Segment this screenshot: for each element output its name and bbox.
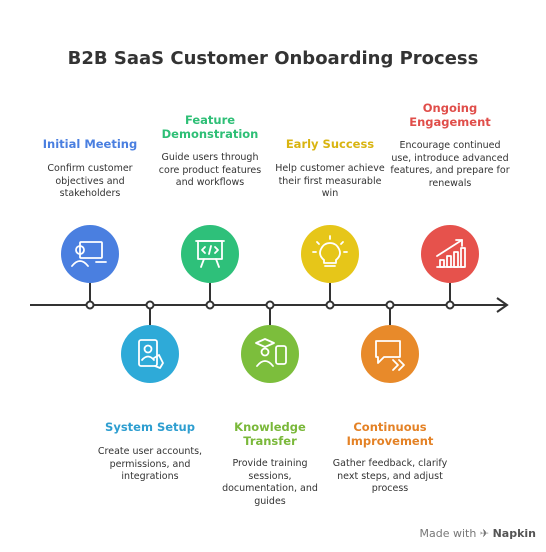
step-circle-3	[181, 225, 239, 283]
node-dot-1	[85, 300, 95, 310]
step-circle-1	[61, 225, 119, 283]
step-desc-1: Confirm customer objectives and stakehol…	[47, 163, 133, 199]
presentation-meeting-icon	[71, 241, 107, 267]
node-dot-7	[445, 300, 455, 310]
diagram-title: B2B SaaS Customer Onboarding Process	[67, 48, 479, 69]
watermark-brand: Napkin	[492, 527, 536, 540]
step-desc-3: Guide users through core product feature…	[158, 152, 262, 188]
code-board-icon	[195, 240, 225, 268]
step-circle-6	[361, 325, 419, 383]
step-circle-5	[301, 225, 359, 283]
growth-chart-icon	[436, 239, 466, 268]
step-circle-2	[121, 325, 179, 383]
napkin-watermark: Made with ✈ Napkin	[420, 527, 536, 540]
user-id-card-icon	[138, 339, 164, 369]
step-title-7: Ongoing Engagement	[409, 101, 491, 129]
graduate-device-icon	[255, 338, 287, 367]
watermark-prefix: Made with	[419, 527, 477, 540]
step-desc-7: Encourage continued use, introduce advan…	[390, 140, 510, 189]
step-title-1: Initial Meeting	[42, 137, 138, 151]
node-dot-5	[325, 300, 335, 310]
node-dot-2	[145, 300, 155, 310]
step-title-5: Early Success	[285, 137, 375, 151]
step-title-3: Feature Demonstration	[161, 113, 259, 141]
step-desc-4: Provide training sessions, documentation…	[222, 458, 318, 507]
step-desc-2: Create user accounts, permissions, and i…	[97, 446, 203, 482]
napkin-logo-icon: ✈	[479, 527, 490, 540]
step-desc-5: Help customer achieve their first measur…	[275, 163, 385, 199]
step-title-6: Continuous Improvement	[346, 420, 434, 448]
step-circle-4	[241, 325, 299, 383]
step-circle-7	[421, 225, 479, 283]
node-dot-6	[385, 300, 395, 310]
step-title-2: System Setup	[105, 420, 195, 434]
step-desc-6: Gather feedback, clarify next steps, and…	[332, 458, 448, 494]
step-title-4: Knowledge Transfer	[234, 420, 306, 448]
node-dot-4	[265, 300, 275, 310]
lightbulb-icon	[312, 235, 348, 267]
chat-forward-icon	[375, 340, 405, 371]
timeline-arrowhead	[496, 297, 509, 313]
node-dot-3	[205, 300, 215, 310]
